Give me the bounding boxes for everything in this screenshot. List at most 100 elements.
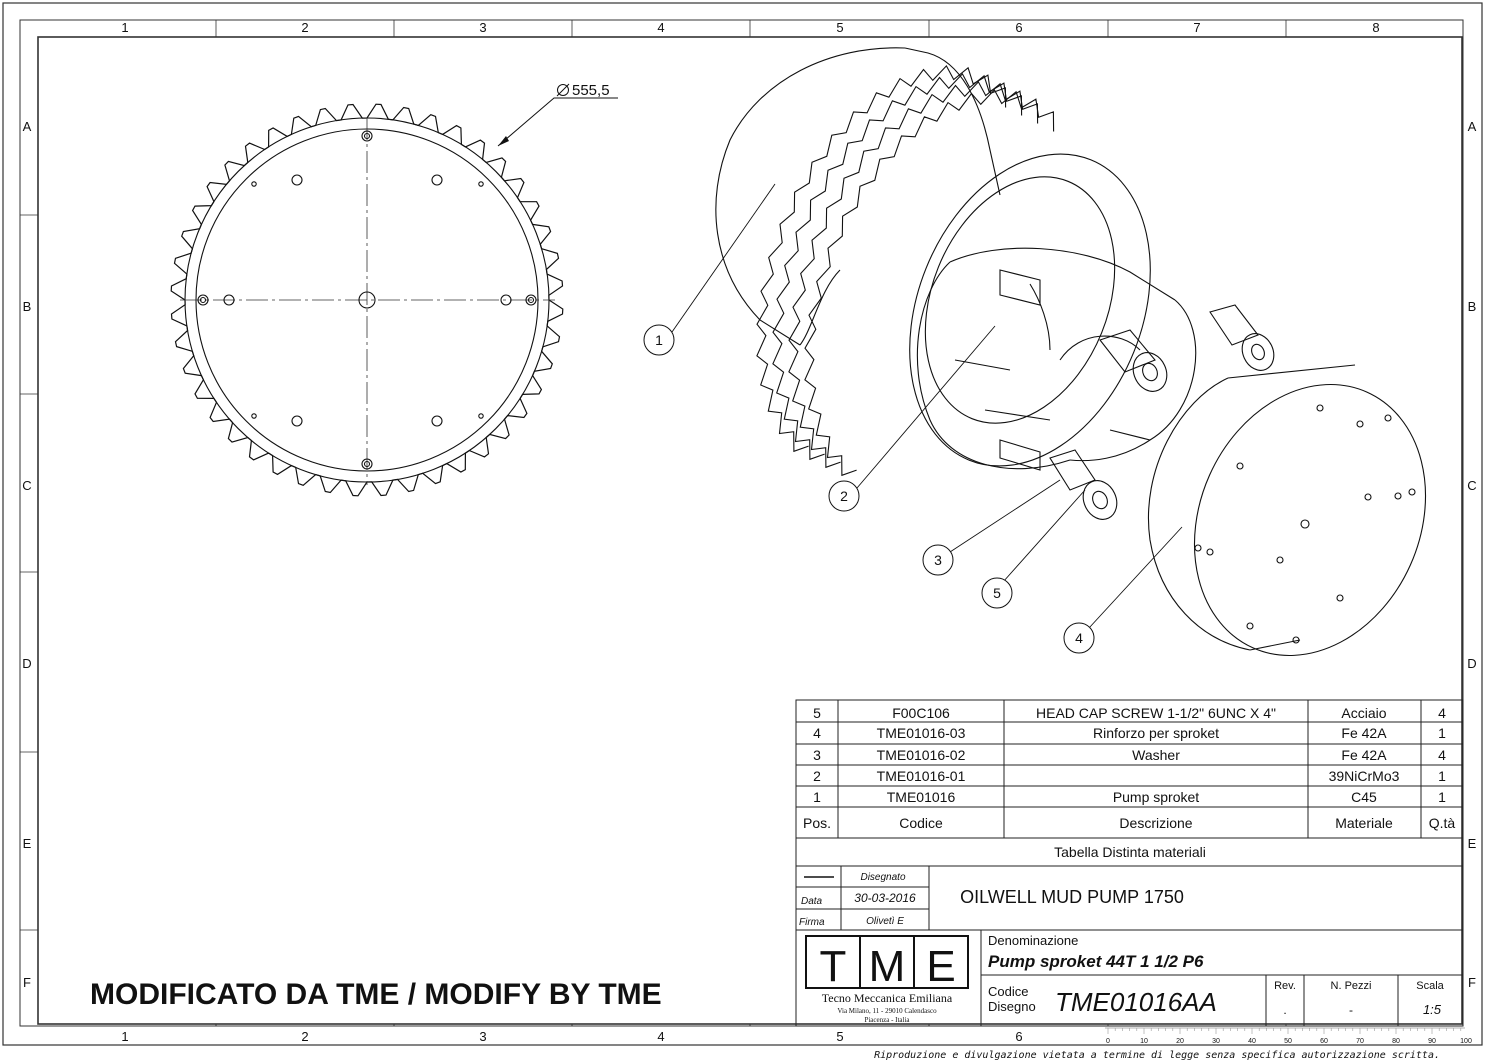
balloon-number: 4 (1075, 630, 1083, 646)
ruler-label: 40 (1248, 1038, 1256, 1045)
bom-codice: TME01016-01 (877, 768, 966, 784)
row-label: A (1468, 119, 1477, 134)
scale-ruler: 0 10 20 30 40 50 60 70 80 90 100 (1105, 1027, 1472, 1045)
column-label: 6 (1015, 20, 1022, 35)
bom-pos: 3 (813, 747, 821, 763)
row-label: E (1468, 836, 1477, 851)
bom-header-codice: Codice (899, 815, 943, 831)
balloon-4: 4 (1063, 622, 1095, 654)
bom-header-descrizione: Descrizione (1119, 815, 1192, 831)
bom-descrizione: Pump sproket (1113, 789, 1199, 805)
ruler-label: 50 (1284, 1038, 1292, 1045)
company-name: Tecno Meccanica Emiliana (822, 991, 953, 1005)
modification-note: MODIFICATO DA TME / MODIFY BY TME (90, 978, 662, 1011)
bom-codice: TME01016-03 (877, 725, 966, 741)
title-block: Disegnato Data 30-03-2016 Firma Olivetì … (795, 865, 1464, 1027)
part-1-sprocket-drum (715, 47, 1151, 477)
part-2-hub (916, 247, 1197, 471)
bom-descrizione: Washer (1132, 747, 1180, 763)
row-label: D (22, 656, 31, 671)
disegno-label: Disegno (988, 999, 1036, 1014)
bill-of-materials-table: 5 F00C106 HEAD CAP SCREW 1-1/2" 6UNC X 4… (795, 699, 1464, 867)
column-label: 3 (479, 20, 486, 35)
bom-row: 1 TME01016 Pump sproket C45 1 (813, 789, 1446, 805)
balloon-number: 2 (840, 488, 848, 504)
sprocket-front-view: 555,5 (170, 82, 618, 497)
disc-holes (1194, 404, 1416, 644)
diameter-value: 555,5 (572, 82, 610, 99)
data-label: Data (801, 896, 823, 907)
bom-qta: 4 (1438, 705, 1446, 721)
bom-header-row: Pos. Codice Descrizione Materiale Q.tà (803, 815, 1455, 831)
logo-letter: M (869, 942, 906, 991)
column-label: 3 (479, 1029, 486, 1044)
column-label: 2 (301, 20, 308, 35)
bom-pos: 2 (813, 768, 821, 784)
logo-letter: T (820, 942, 847, 991)
data-value: 30-03-2016 (854, 891, 916, 905)
ruler-label: 90 (1428, 1038, 1436, 1045)
balloons: 1 2 3 5 4 (643, 324, 1095, 654)
ruler-label: 30 (1212, 1038, 1220, 1045)
company-address: Via Milano, 11 - 29010 Calendasco (837, 1007, 937, 1015)
column-label: 2 (301, 1029, 308, 1044)
balloon-2: 2 (828, 480, 860, 512)
balloon-1: 1 (643, 324, 675, 356)
ruler-label: 70 (1356, 1038, 1364, 1045)
ruler-label: 100 (1460, 1038, 1472, 1045)
tme-logo: T M E Tecno Meccanica Emiliana Via Milan… (805, 935, 969, 1024)
column-label: 8 (1372, 20, 1379, 35)
diameter-dimension: 555,5 (497, 82, 618, 147)
column-label: 4 (657, 20, 664, 35)
row-labels-left: A B C D E F (22, 119, 31, 990)
bom-codice: F00C106 (892, 705, 950, 721)
rev-label: Rev. (1274, 980, 1296, 992)
logo-letter: E (926, 942, 955, 991)
bolt-holes (197, 130, 537, 470)
scala-label: Scala (1416, 980, 1444, 992)
column-labels-top: 1 2 3 4 5 6 7 8 (121, 20, 1379, 35)
drawing-frame (2, 2, 1483, 1046)
bom-row: 4 TME01016-03 Rinforzo per sproket Fe 42… (813, 725, 1446, 741)
bom-qta: 1 (1438, 768, 1446, 784)
column-label: 4 (657, 1029, 664, 1044)
part-3-washers-and-part-5-screws (1049, 304, 1275, 520)
part-4-reinforcement-disc (1148, 364, 1427, 657)
bom-materiale: Fe 42A (1341, 725, 1387, 741)
column-label: 1 (121, 20, 128, 35)
reproduction-notice: Riproduzione e divulgazione vietata a te… (874, 1050, 1440, 1061)
bom-header-pos: Pos. (803, 815, 831, 831)
row-label: B (1468, 299, 1477, 314)
bom-header-materiale: Materiale (1335, 815, 1393, 831)
company-city: Piacenza - Italia (864, 1016, 910, 1024)
balloon-3: 3 (922, 544, 954, 576)
column-label: 5 (836, 20, 843, 35)
disegnato-label: Disegnato (860, 872, 905, 883)
bom-row: 3 TME01016-02 Washer Fe 42A 4 (813, 747, 1446, 763)
row-label: B (23, 299, 32, 314)
balloon-number: 5 (993, 585, 1001, 601)
row-label: D (1467, 656, 1476, 671)
project-title: OILWELL MUD PUMP 1750 (960, 887, 1184, 907)
denominazione-value: Pump sproket 44T 1 1/2 P6 (988, 952, 1204, 971)
ruler-label: 80 (1392, 1038, 1400, 1045)
drawing-code: TME01016AA (1055, 987, 1217, 1017)
diameter-symbol-icon (557, 84, 569, 96)
balloon-5: 5 (981, 577, 1013, 609)
bom-materiale: C45 (1351, 789, 1377, 805)
balloon-number: 3 (934, 552, 942, 568)
ruler-label: 20 (1176, 1038, 1184, 1045)
bom-header-qta: Q.tà (1429, 815, 1456, 831)
scala-value: 1:5 (1423, 1002, 1442, 1017)
bom-materiale: Acciaio (1341, 705, 1386, 721)
column-label: 1 (121, 1029, 128, 1044)
firma-label: Firma (799, 917, 825, 928)
row-labels-right: A B C D E F (1467, 119, 1476, 990)
row-label: E (23, 836, 32, 851)
bom-descrizione: HEAD CAP SCREW 1-1/2" 6UNC X 4" (1036, 705, 1276, 721)
bom-qta: 4 (1438, 747, 1446, 763)
balloon-leaders (671, 183, 1183, 629)
firma-value: Olivetì E (866, 916, 904, 927)
codice-label: Codice (988, 984, 1028, 999)
